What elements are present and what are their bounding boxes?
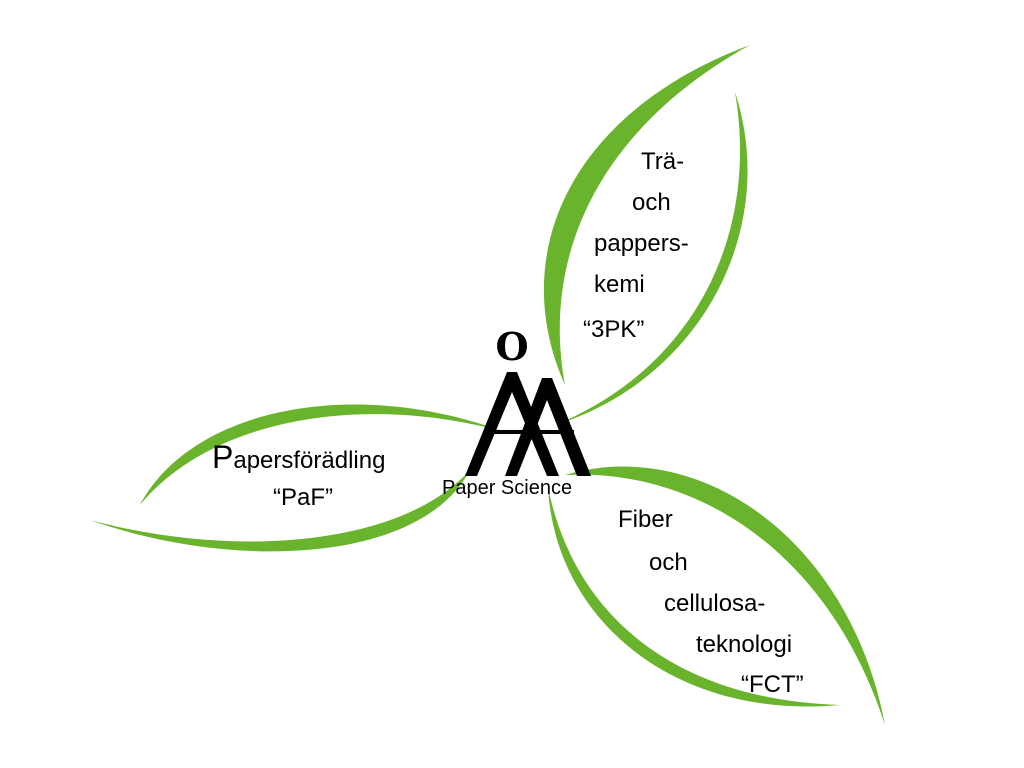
leaf-top-outer-stroke — [543, 45, 750, 385]
leaf-top-line-2: och — [632, 189, 671, 216]
leaf-top-line-3: pappers- — [594, 230, 689, 257]
leaf-bottom-line-5: “FCT” — [741, 671, 804, 698]
logo-mark — [465, 372, 591, 476]
leaf-bottom-line-1: Fiber — [618, 506, 673, 533]
leaf-top-line-1: Trä- — [641, 148, 685, 175]
leaf-left-initial: P — [212, 439, 234, 475]
leaf-left-rest: apersförädling — [233, 447, 386, 474]
leaf-left-line-2: “PaF” — [273, 484, 333, 511]
logo-a-right — [505, 378, 591, 476]
leaf-left-upper-stroke — [140, 404, 505, 505]
logo-ring: O — [495, 324, 528, 369]
logo-a-left — [465, 372, 559, 476]
leaf-bottom-line-3: cellulosa- — [664, 590, 766, 617]
leaf-bottom-upper-stroke — [565, 466, 885, 725]
leaf-top-line-5: “3PK” — [583, 316, 645, 343]
leaf-left-lower-stroke — [90, 470, 470, 552]
leaf-bottom-line-2: och — [649, 549, 688, 576]
leaf-left-line-1: Papersförädling — [212, 437, 385, 481]
leaf-bottom-line-4: teknologi — [696, 631, 793, 658]
logo-caption: Paper Science — [442, 477, 573, 499]
leaf-top-line-4: kemi — [594, 271, 645, 298]
